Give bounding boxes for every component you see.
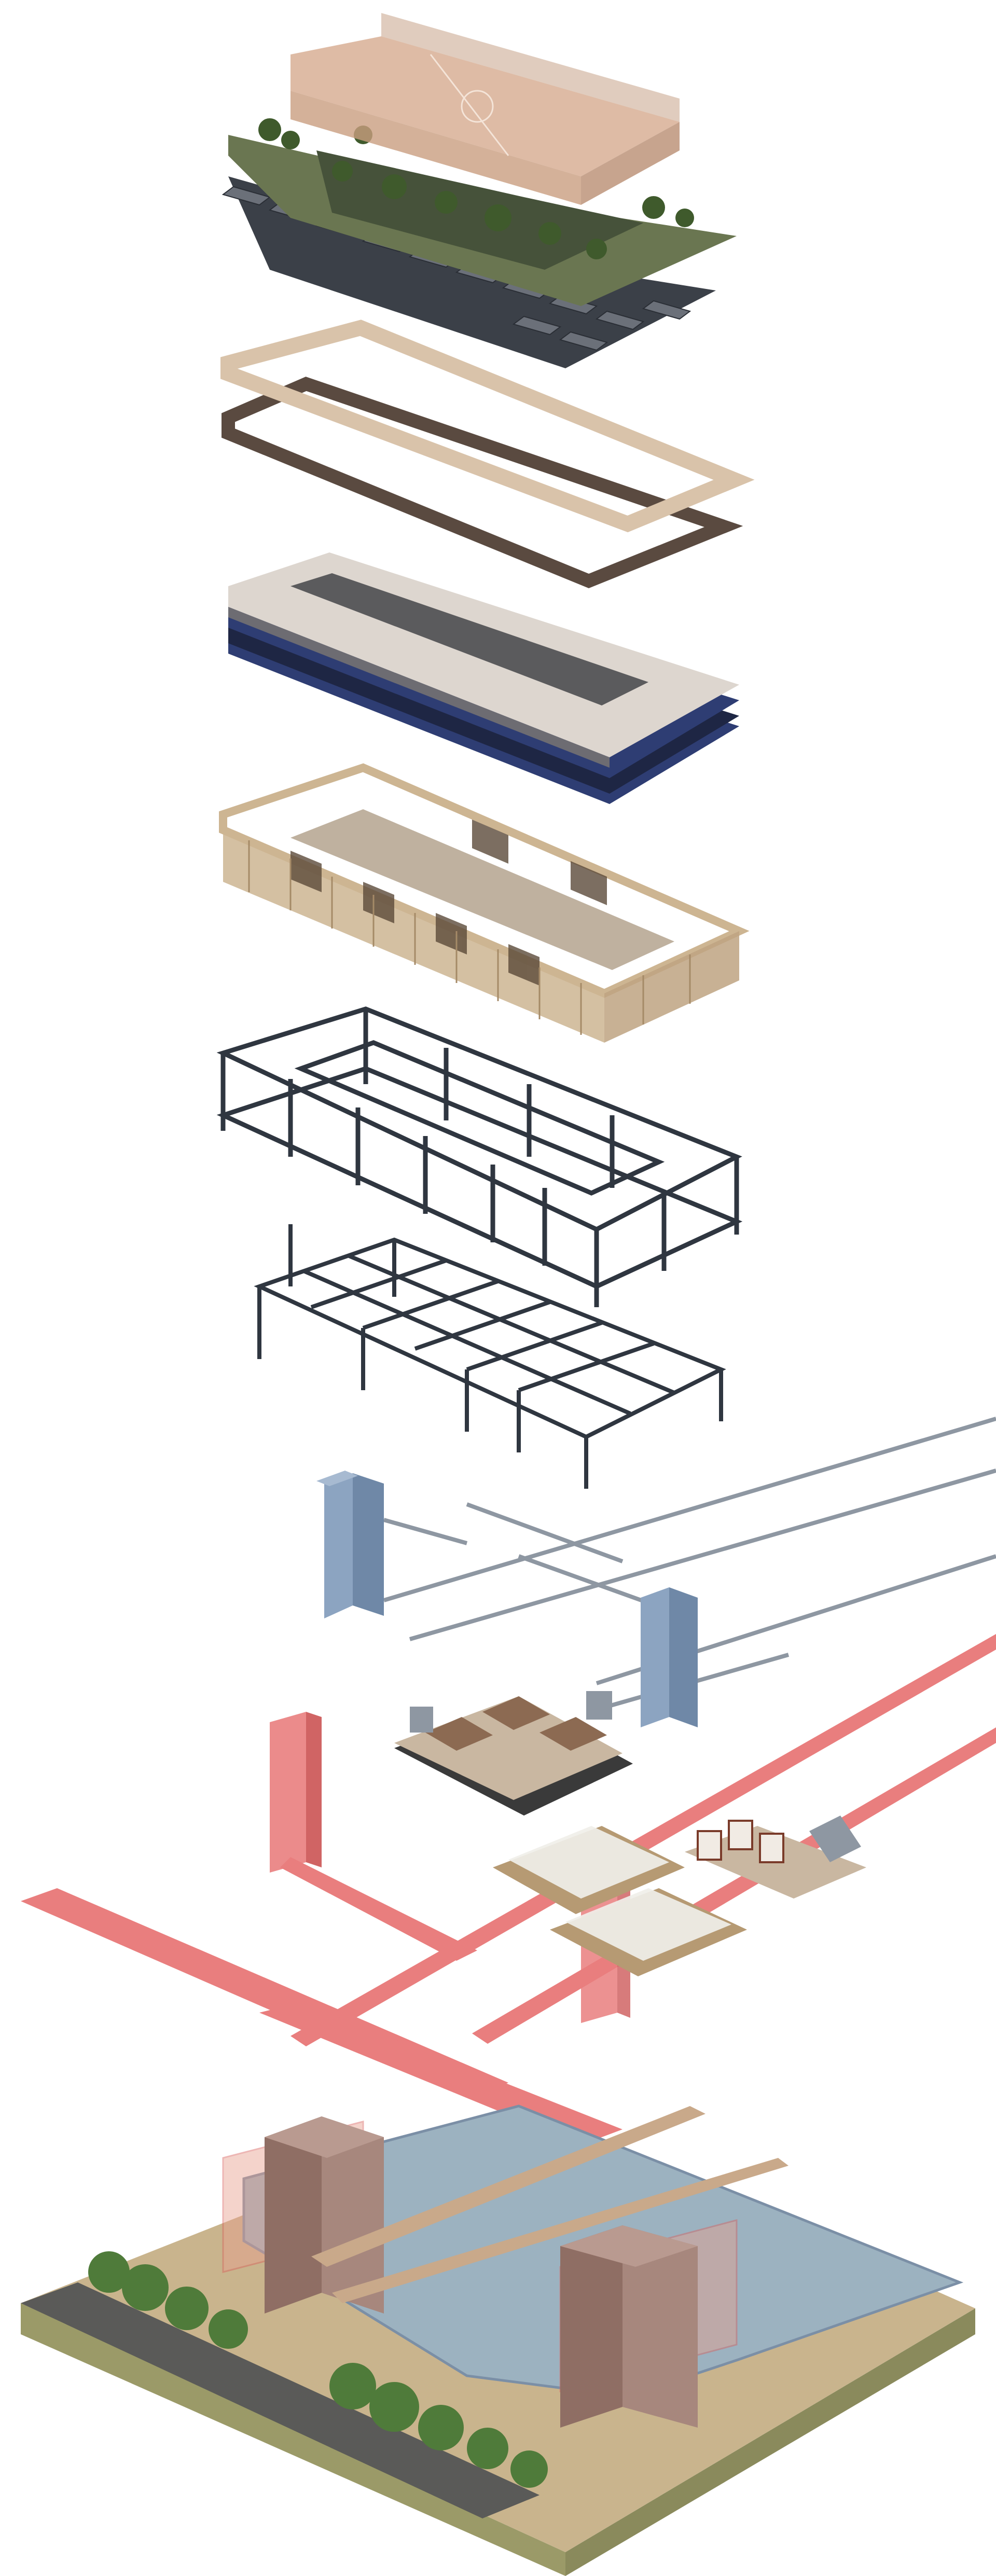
facade-outer-side — [604, 931, 739, 1043]
floor-slab-layer — [228, 552, 739, 804]
tower-west — [265, 2116, 384, 2314]
service-shaft-west — [316, 1471, 384, 1618]
service-shaft-east — [641, 1587, 698, 1727]
site-soil-front — [21, 2303, 565, 2576]
tower-east — [560, 2225, 698, 2428]
pod-cluster-east — [685, 1816, 866, 1899]
upper-edge-frame — [220, 320, 755, 533]
pod-cluster-upper — [394, 1691, 633, 1816]
court-center-circle — [461, 90, 494, 123]
site-trees — [88, 2251, 548, 2488]
vertical-services-layer — [316, 1417, 996, 1727]
site-base-layer — [21, 2104, 975, 2576]
red-circulation-spine — [21, 1634, 996, 2145]
facade-vertical-mullions — [248, 840, 691, 1035]
court-canopy-side — [581, 122, 680, 205]
upper-frame-inner-ring — [294, 1040, 665, 1196]
upper-frame-bottom-ring — [216, 1066, 743, 1289]
upper-structural-frame-layer — [216, 1006, 743, 1307]
facade-glazing-panels — [290, 820, 607, 986]
roof-trees — [258, 118, 694, 259]
slab-top-edge — [228, 607, 610, 768]
facade-inner-back — [290, 809, 674, 970]
court-center-line — [430, 54, 509, 156]
lower-structural-frame-layer — [254, 1224, 726, 1489]
pods-and-circulation-layer — [21, 1634, 996, 2145]
lower-frame-top-grid — [254, 1237, 726, 1439]
court-canopy-back-screen — [381, 13, 680, 122]
roof-garden-layer — [222, 13, 737, 368]
roof-edge-frame-layer — [220, 320, 755, 589]
facade-screen-layer — [219, 763, 750, 1043]
court-canopy-front — [290, 91, 581, 205]
upper-frame-top-ring — [216, 1006, 742, 1232]
site-soil-side — [565, 2308, 975, 2576]
site-boardwalk — [311, 2106, 789, 2303]
lower-edge-frame — [222, 377, 743, 589]
court-canopy-top — [290, 36, 680, 176]
ground-road — [21, 2282, 540, 2518]
slab-top-atrium — [290, 573, 648, 705]
pod-cluster-greenhouse — [493, 1826, 747, 1976]
